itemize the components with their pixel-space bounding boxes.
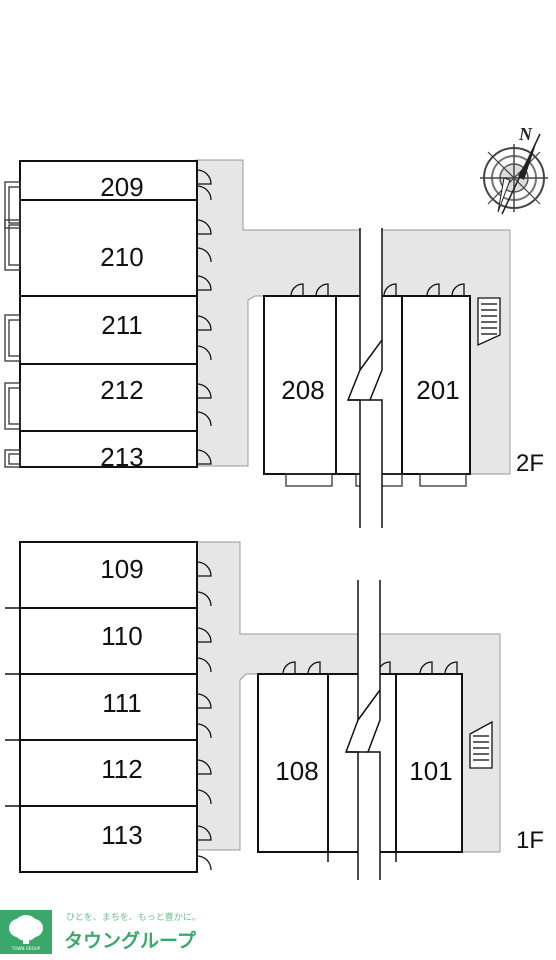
room-208: 208 xyxy=(263,295,337,475)
room-111: 111 xyxy=(19,673,198,741)
room-109: 109 xyxy=(19,541,198,609)
room-201: 201 xyxy=(401,295,471,475)
room-108: 108 xyxy=(257,673,329,853)
compass-icon xyxy=(480,133,548,215)
town-group-logo: TOWN GROUP ひとを、まちを、もっと豊かに。 タウングループ xyxy=(0,910,201,954)
room-213: 213 xyxy=(19,430,198,472)
logo-tagline: ひとを、まちを、もっと豊かに。 xyxy=(66,911,201,923)
balconies-2f xyxy=(4,181,21,468)
room-label: 113 xyxy=(101,820,142,850)
room-110: 110 xyxy=(19,607,198,675)
room-label: 112 xyxy=(101,754,142,784)
floor-2f: 209 210 211 212 213 xyxy=(4,159,544,528)
room-label: 101 xyxy=(409,756,452,786)
room-label: 210 xyxy=(100,242,143,272)
logo-mark-text: TOWN GROUP xyxy=(11,946,41,951)
doors-2f-right xyxy=(290,283,465,297)
stairs-1f xyxy=(469,720,493,769)
room-label: 213 xyxy=(100,442,143,472)
stairs-2f xyxy=(477,297,501,347)
break-line-2f xyxy=(346,228,383,528)
floor-label-2f: 2F xyxy=(516,450,544,477)
room-101: 101 xyxy=(395,673,463,853)
room-label: 109 xyxy=(100,554,143,584)
room-label: 211 xyxy=(101,310,142,340)
room-211: 211 xyxy=(19,295,198,365)
room-label: 108 xyxy=(275,756,318,786)
room-label: 212 xyxy=(100,375,143,405)
room-label: 110 xyxy=(101,621,142,651)
floor-label-1f: 1F xyxy=(516,827,544,854)
north-label: N xyxy=(518,124,533,144)
logo-brand: タウングループ xyxy=(64,929,197,952)
doors-2f-left xyxy=(196,169,212,465)
room-210: 210 xyxy=(19,199,198,297)
doors-1f-right xyxy=(282,661,458,675)
room-label: 111 xyxy=(102,688,142,718)
wall-stubs-1f xyxy=(5,607,20,807)
room-212: 212 xyxy=(19,363,198,432)
wall-stubs-1f-bottom xyxy=(327,852,397,862)
doors-1f-left xyxy=(196,561,212,871)
room-113: 113 xyxy=(19,805,198,873)
room-label: 208 xyxy=(281,375,324,405)
room-112: 112 xyxy=(19,739,198,807)
room-label: 201 xyxy=(416,375,459,405)
room-209: 209 xyxy=(19,160,198,202)
break-line-1f xyxy=(344,580,381,880)
floor-1f: 109 110 111 112 113 xyxy=(5,541,544,880)
room-label: 209 xyxy=(100,172,143,202)
